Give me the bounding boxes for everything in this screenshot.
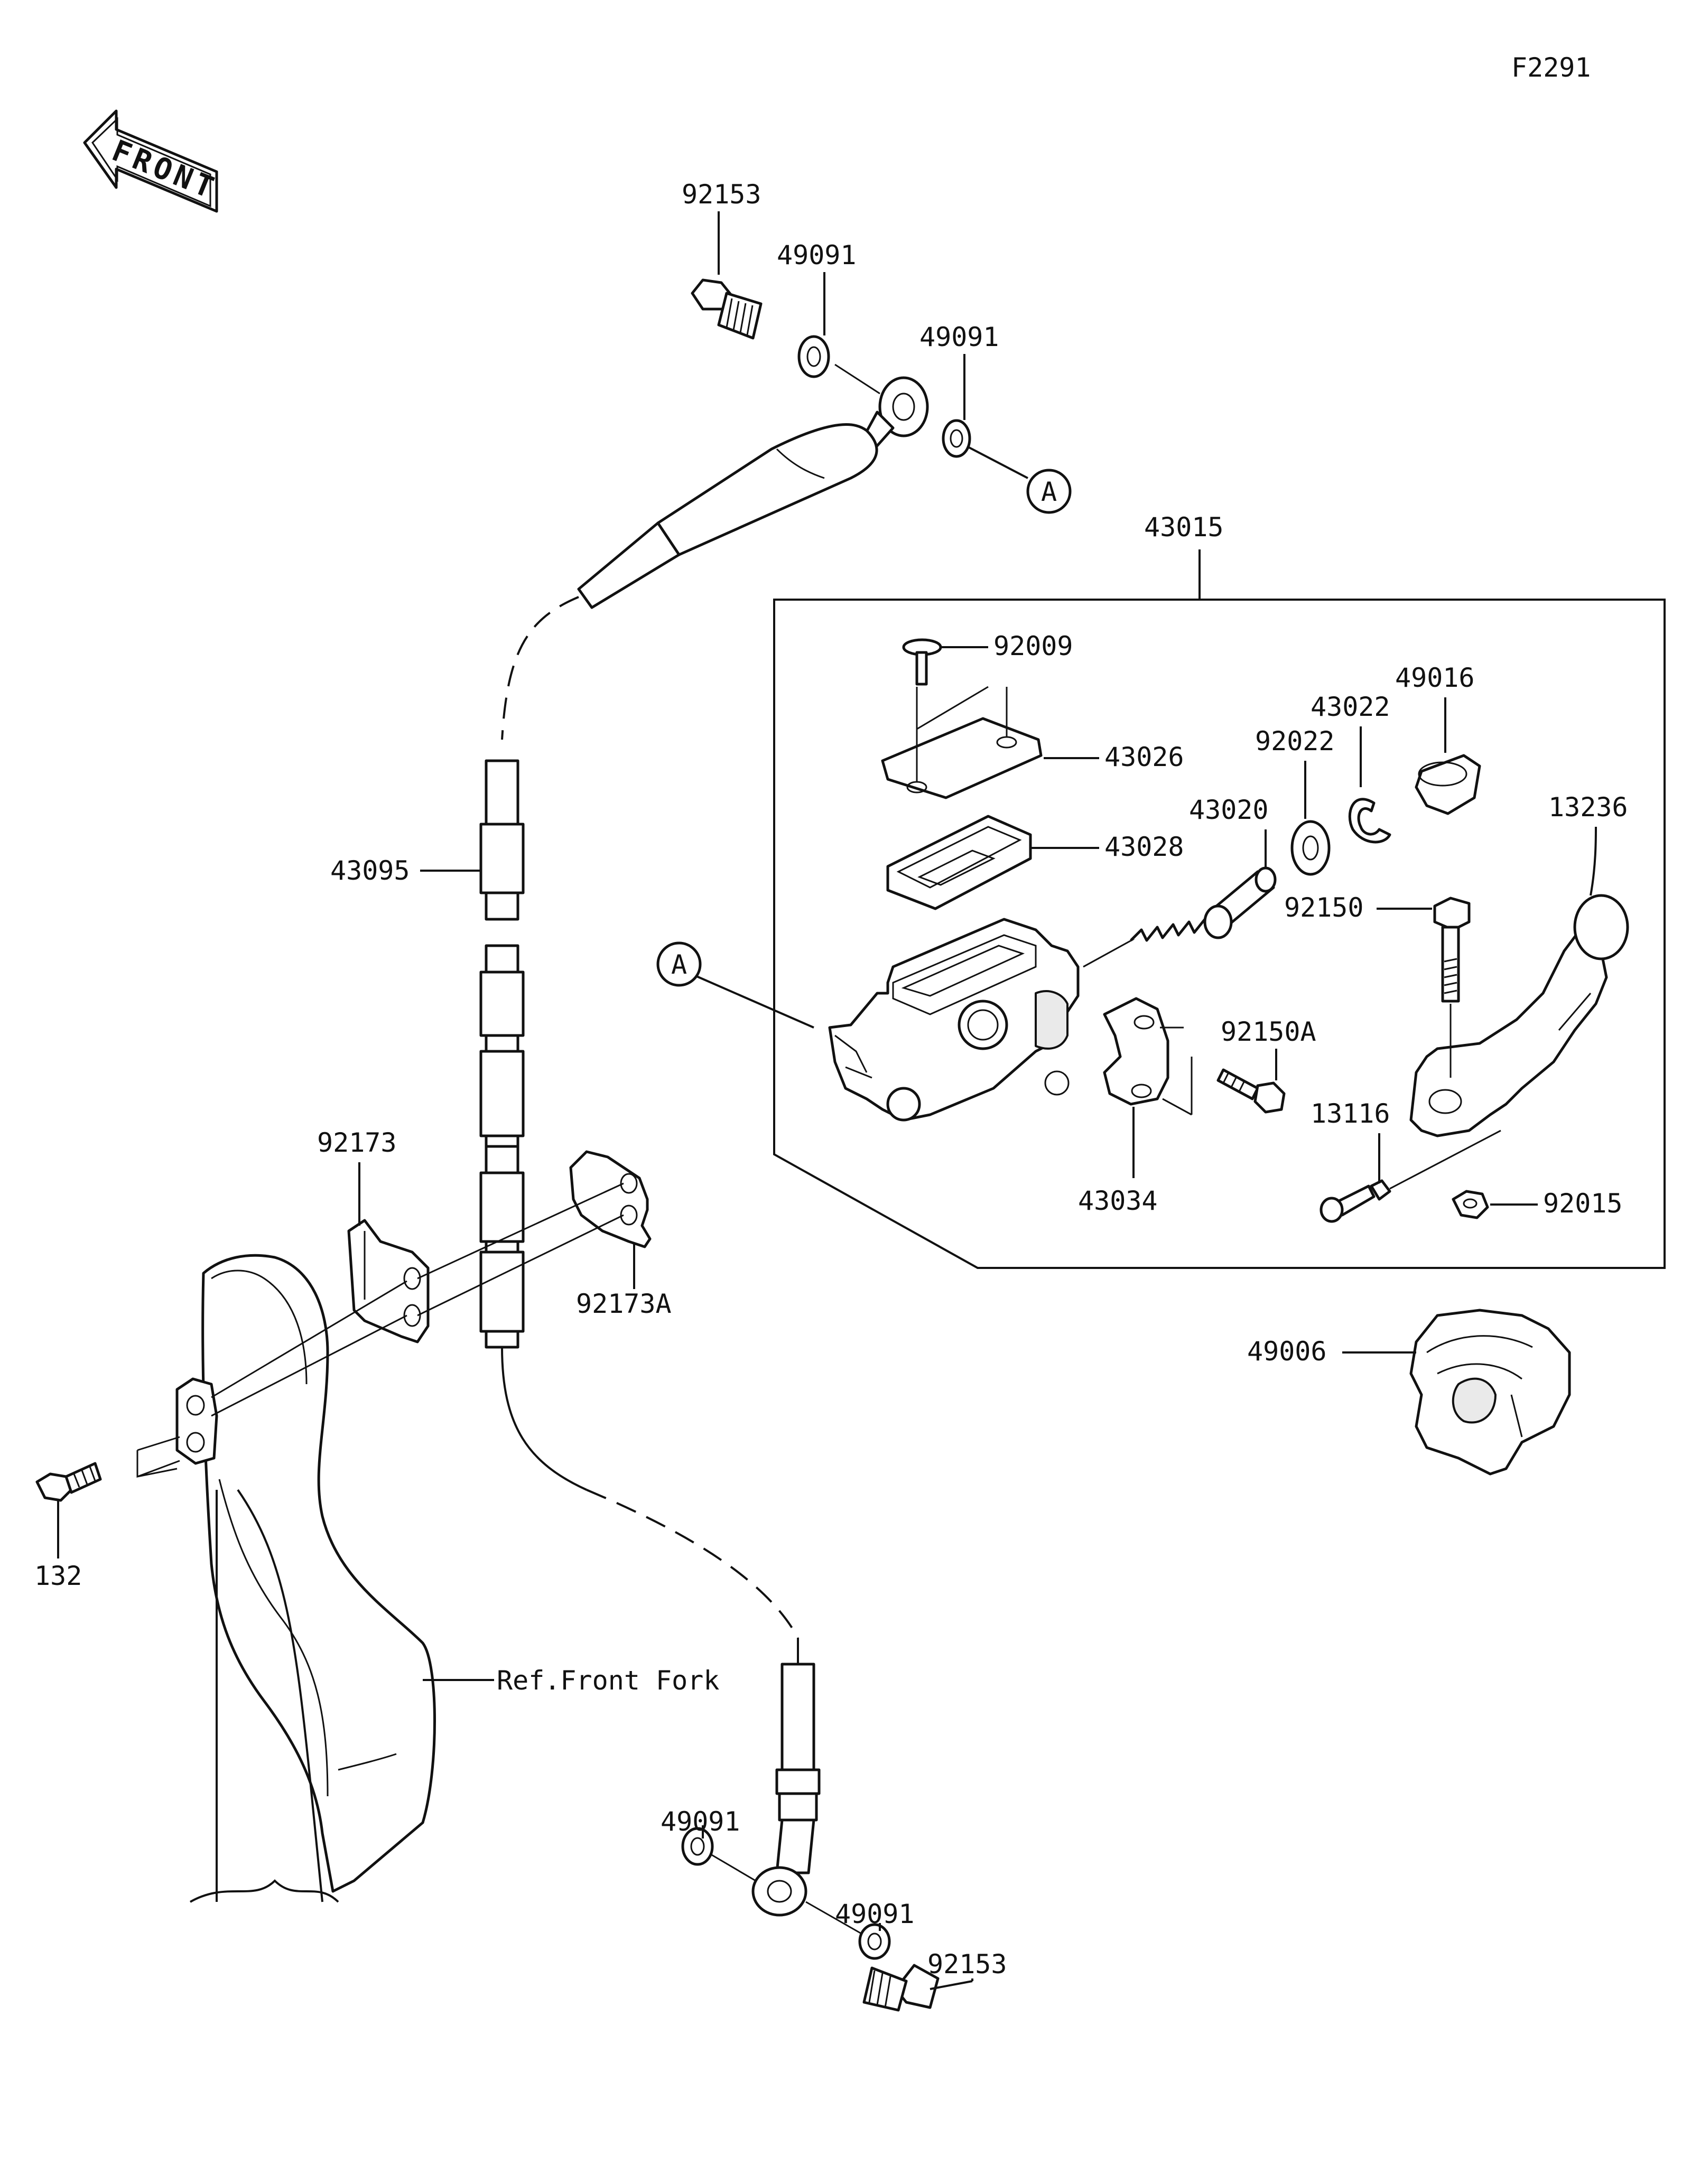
master-cylinder-body — [828, 918, 1080, 1122]
callout-a-top-label: A — [1041, 477, 1057, 507]
label-49016: 49016 — [1395, 662, 1475, 693]
washer-49091-top2 — [942, 419, 971, 458]
boot-49016 — [1415, 754, 1481, 815]
front-fork-guard — [190, 1254, 436, 1903]
label-92022: 92022 — [1255, 726, 1335, 757]
label-43022: 43022 — [1311, 692, 1390, 722]
label-49091-top2: 49091 — [919, 322, 999, 352]
front-arrow-label: FRONT — [107, 134, 222, 207]
banjo-bolt-top — [691, 278, 763, 340]
label-43026: 43026 — [1104, 742, 1184, 772]
label-92173: 92173 — [317, 1127, 397, 1158]
diaphragm-43028 — [886, 815, 1032, 910]
banjo-fitting-bottom — [751, 1866, 807, 1917]
brake-hose-43095 — [479, 759, 525, 1349]
label-43095: 43095 — [330, 855, 410, 886]
label-92153-top: 92153 — [682, 179, 761, 210]
label-92153-bot: 92153 — [927, 1949, 1007, 1980]
assembly-43015-box — [773, 599, 1666, 1269]
brake-lever-13236 — [1409, 894, 1629, 1137]
bracket-92173 — [347, 1219, 430, 1343]
brake-hose-lower-line — [501, 1347, 587, 1491]
callout-a-top — [1026, 469, 1072, 514]
fork-mount-tab — [175, 1377, 218, 1465]
pivot-pin-13116 — [1320, 1179, 1391, 1223]
brake-hose-upper-fitting — [577, 278, 971, 609]
nut-92015 — [1452, 1190, 1489, 1219]
brake-hose-dashed-bottom — [586, 1489, 799, 1638]
label-49006: 49006 — [1247, 1336, 1327, 1367]
bolt-132 — [35, 1462, 102, 1502]
washer-92022 — [1290, 820, 1331, 876]
label-92015: 92015 — [1543, 1188, 1623, 1219]
label-132: 132 — [34, 1561, 82, 1591]
banjo-bolt-bottom — [862, 1964, 940, 2012]
front-arrow-icon: FRONT — [83, 109, 222, 213]
banjo-fitting-top — [878, 376, 929, 437]
diagram-code: F2291 — [1511, 52, 1591, 83]
label-92173A: 92173A — [576, 1289, 672, 1319]
clamp-43034 — [1103, 997, 1193, 1116]
label-43015: 43015 — [1144, 512, 1224, 543]
bolt-92150A — [1216, 1068, 1286, 1114]
label-43028: 43028 — [1104, 832, 1184, 862]
label-ref-front-fork: Ref.Front Fork — [497, 1665, 719, 1696]
label-49091-bot2: 49091 — [835, 1899, 915, 1929]
label-92150: 92150 — [1284, 892, 1364, 923]
cover-49006 — [1409, 1309, 1571, 1476]
washer-49091-bot1 — [681, 1827, 714, 1866]
label-92150A: 92150A — [1221, 1016, 1316, 1047]
label-43034: 43034 — [1078, 1186, 1158, 1216]
piston-spring-43020 — [1083, 866, 1277, 968]
bracket-92173A — [569, 1150, 652, 1248]
callout-a-master — [656, 941, 702, 987]
screw-92009 — [902, 638, 942, 686]
label-92009: 92009 — [993, 631, 1073, 661]
brake-hose-dashed-top — [501, 596, 579, 740]
washer-49091-top1 — [797, 335, 830, 378]
brake-hose-lower-fitting — [681, 1663, 940, 2012]
callout-a-master-label: A — [671, 949, 687, 980]
label-13116: 13116 — [1311, 1098, 1390, 1129]
bolt-92150 — [1433, 897, 1471, 1003]
circlip-43022 — [1348, 798, 1391, 844]
reservoir-cap-43026 — [881, 686, 1043, 799]
label-49091-bot1: 49091 — [661, 1806, 740, 1837]
label-43020: 43020 — [1189, 795, 1269, 825]
label-13236: 13236 — [1548, 792, 1628, 823]
washer-49091-bot2 — [858, 1923, 891, 1960]
label-49091-top1: 49091 — [777, 240, 857, 270]
